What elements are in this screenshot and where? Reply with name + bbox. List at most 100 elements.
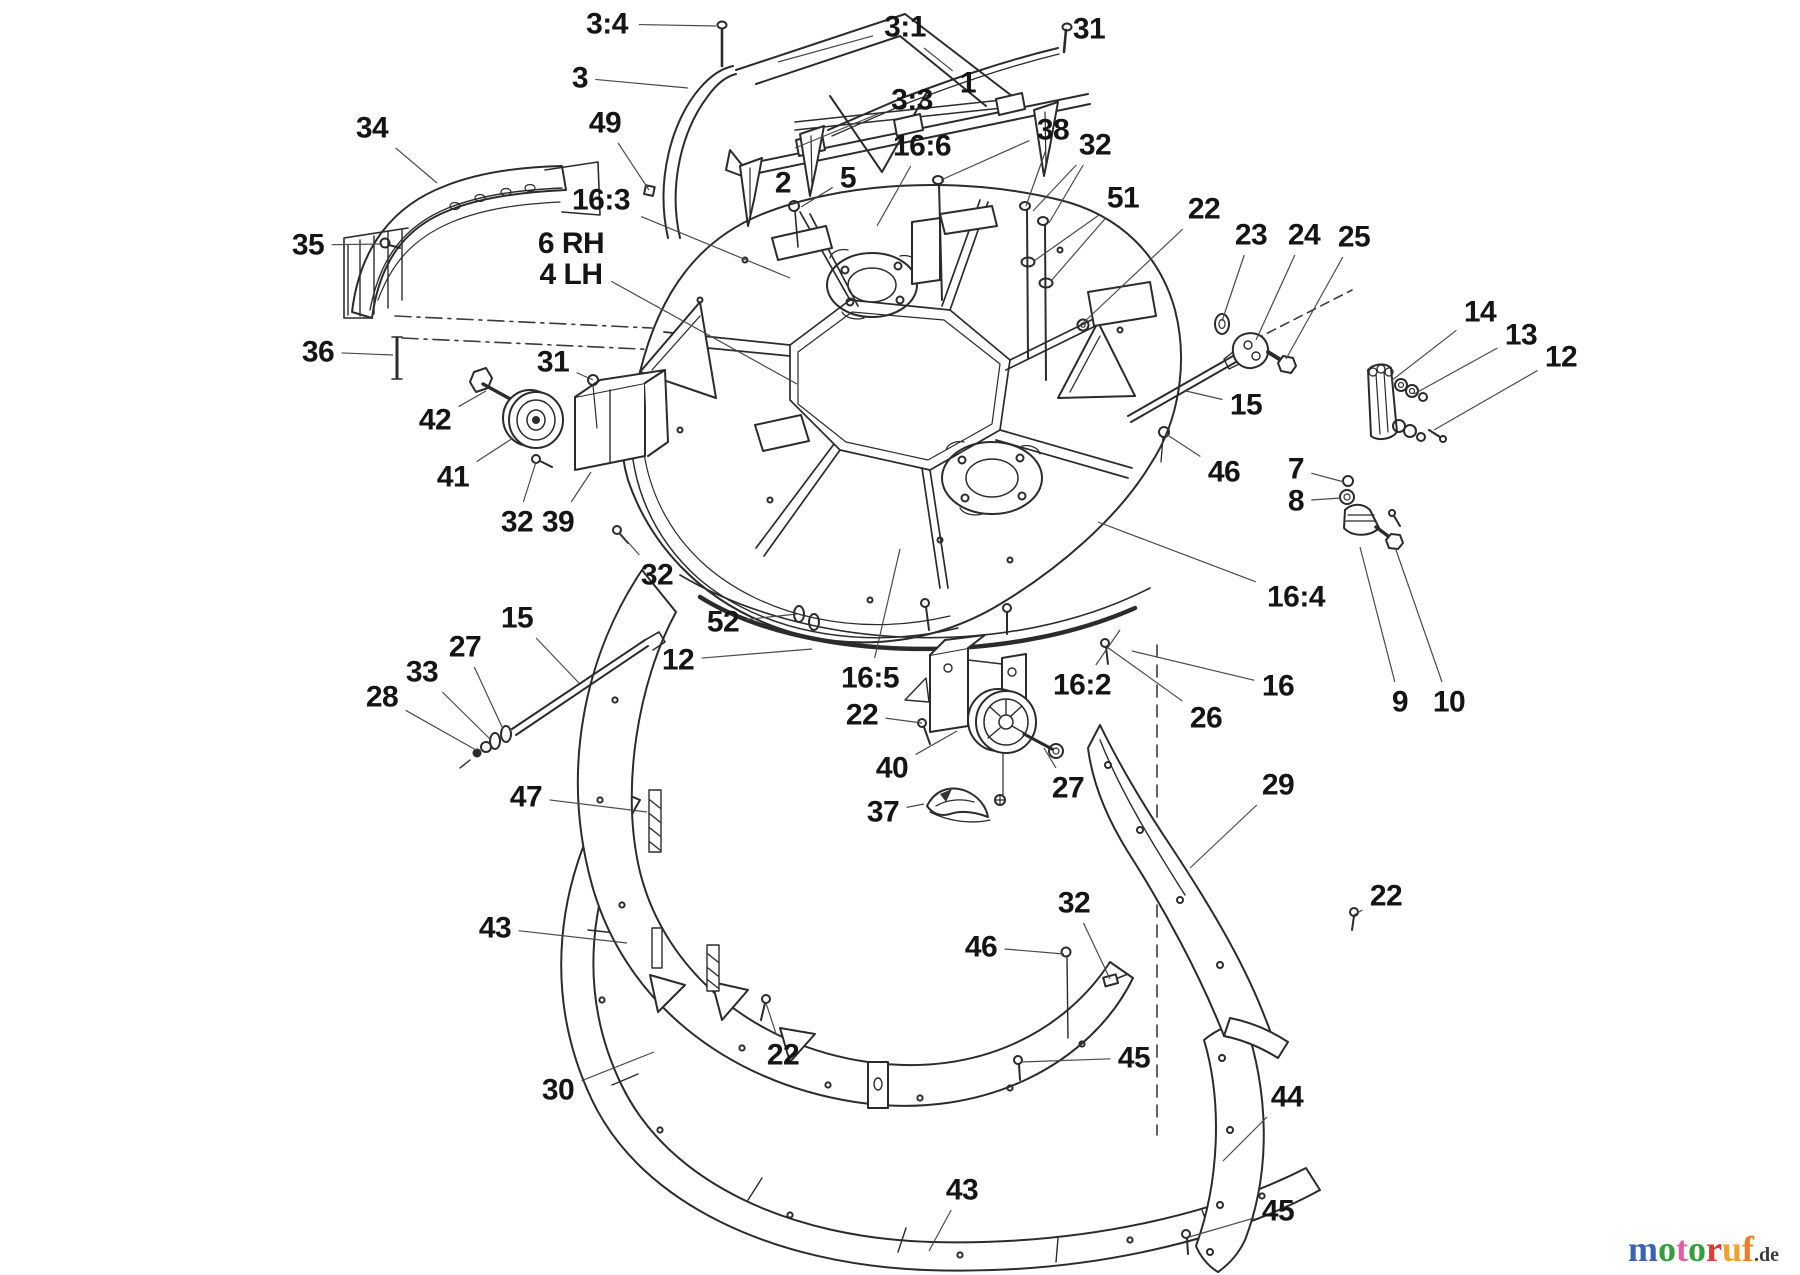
leader-line	[617, 142, 650, 191]
leader-line	[1413, 347, 1498, 395]
lift-link-right	[1127, 313, 1297, 423]
leader-line	[535, 637, 580, 684]
part-callout: 6 RH 4 LH	[537, 226, 605, 291]
part-callout: 3:4	[586, 7, 628, 41]
part-callout: 27	[448, 630, 482, 664]
part-callout: 39	[541, 505, 575, 539]
leader-line	[476, 437, 514, 463]
leader-line	[765, 1002, 778, 1036]
spindle-pod-right	[941, 440, 1043, 516]
leader-line	[1097, 521, 1257, 583]
leader-line	[928, 1209, 952, 1252]
part-callout: 32	[1057, 886, 1091, 920]
leader-line	[395, 147, 438, 184]
leader-line	[458, 390, 487, 408]
part-callout: 10	[1432, 685, 1466, 719]
watermark-word: motoruf	[1628, 1229, 1754, 1269]
leader-line	[581, 1051, 655, 1082]
part-callout: 43	[478, 911, 512, 945]
part-callout: 40	[875, 751, 909, 785]
height-bracket	[1367, 363, 1447, 443]
leader-line	[1050, 217, 1107, 282]
leader-line	[1106, 646, 1183, 702]
leader-line	[1165, 433, 1201, 458]
leader-line	[906, 803, 925, 808]
part-callout: 32	[500, 505, 534, 539]
part-callout: 42	[418, 403, 452, 437]
part-callout: 5	[839, 161, 857, 195]
leader-line	[638, 23, 717, 27]
lift-link-left	[459, 631, 666, 769]
part-callout: 26	[1189, 701, 1223, 735]
part-callout: 16:6	[892, 129, 952, 163]
wear-strip	[648, 789, 720, 992]
leader-line	[1221, 254, 1245, 322]
part-callout: 51	[1106, 181, 1140, 215]
leader-line	[1285, 256, 1344, 360]
leader-line	[800, 186, 834, 208]
part-callout: 52	[706, 605, 740, 639]
part-callout: 30	[541, 1073, 575, 1107]
part-callout: 33	[405, 655, 439, 689]
leader-line	[576, 372, 594, 381]
part-callout: 16	[1261, 669, 1295, 703]
part-callout: 22	[845, 698, 879, 732]
part-callout: 12	[1544, 340, 1578, 374]
leader-line	[1043, 747, 1057, 769]
part-callout: 34	[355, 111, 389, 145]
leader-line	[1311, 472, 1345, 483]
leader-line	[618, 531, 640, 556]
leader-line	[405, 709, 477, 751]
leader-line	[1185, 390, 1223, 401]
watermark-suffix: .de	[1754, 1244, 1780, 1266]
part-callout: 16:5	[840, 661, 900, 695]
leader-line	[874, 548, 901, 659]
leader-line	[549, 799, 648, 813]
part-callout: 25	[1337, 220, 1371, 254]
leader-line	[1131, 650, 1255, 681]
part-callout: 28	[365, 680, 399, 714]
leader-line	[518, 930, 628, 944]
leader-line	[1359, 546, 1396, 683]
part-callout: 2	[774, 166, 792, 200]
part-callout: 46	[964, 930, 998, 964]
part-callout: 41	[436, 460, 470, 494]
leader-line	[1188, 1217, 1255, 1238]
deck-shell	[621, 183, 1183, 652]
leader-line	[331, 243, 383, 246]
part-callout: 35	[291, 228, 325, 262]
part-callout: 44	[1270, 1080, 1304, 1114]
part-callout: 23	[1234, 218, 1268, 252]
part-callout: 38	[1036, 113, 1070, 147]
part-callout: 37	[866, 795, 900, 829]
part-callout: 16:3	[571, 183, 631, 217]
leader-line	[1048, 164, 1084, 224]
part-callout: 22	[1369, 879, 1403, 913]
leader-line	[777, 35, 874, 63]
leader-line	[1082, 228, 1184, 324]
leader-line	[794, 112, 881, 149]
leader-line	[570, 471, 592, 503]
part-callout: 32	[640, 558, 674, 592]
leader-line	[940, 139, 1030, 181]
part-callout: 24	[1287, 218, 1321, 252]
leader-line	[923, 47, 954, 72]
part-callout: 15	[1229, 388, 1263, 422]
leader-line	[441, 691, 492, 741]
deflector-fin	[1087, 724, 1289, 1059]
leader-line	[1255, 254, 1296, 341]
part-callout: 8	[1287, 484, 1305, 518]
roller-assembly	[469, 367, 669, 471]
pivot-rod	[391, 336, 403, 380]
part-callout: 3	[571, 61, 589, 95]
watermark-letter: m	[1628, 1229, 1658, 1269]
leader-line	[701, 648, 813, 659]
leader-line	[915, 730, 958, 756]
watermark-letter: o	[1658, 1229, 1676, 1269]
part-callout: 32	[1078, 128, 1112, 162]
watermark-letter: f	[1742, 1229, 1755, 1269]
part-callout: 13	[1504, 318, 1538, 352]
